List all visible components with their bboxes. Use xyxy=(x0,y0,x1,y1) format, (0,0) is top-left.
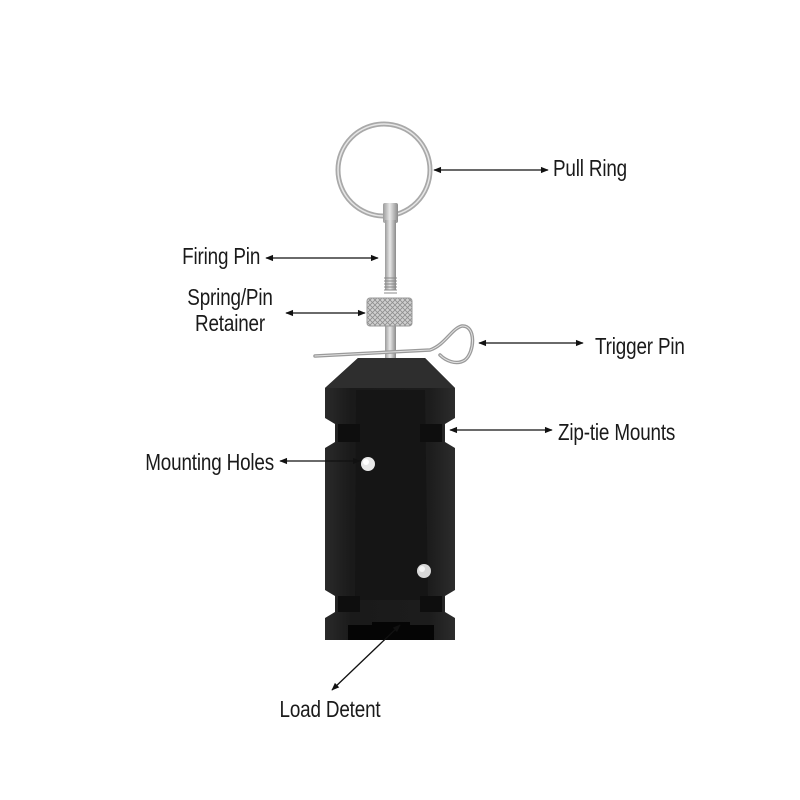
firing-pin-label: Firing Pin xyxy=(181,243,260,269)
spring-pin-retainer-label-line2: Retainer xyxy=(195,310,265,336)
firing-pin-part xyxy=(383,203,398,360)
device-body xyxy=(325,358,455,640)
zip-tie-mounts-label: Zip-tie Mounts xyxy=(558,419,676,445)
load-detent-arrow xyxy=(331,624,401,691)
trigger-pin-label: Trigger Pin xyxy=(595,333,685,359)
retainer-part xyxy=(366,297,413,327)
pull-ring-label: Pull Ring xyxy=(553,155,628,181)
trigger-pin-part xyxy=(313,324,475,365)
pull-ring-part xyxy=(335,121,433,219)
spring-pin-retainer-label-line1: Spring/Pin xyxy=(187,284,273,310)
mounting-holes-label: Mounting Holes xyxy=(145,449,274,475)
load-detent-label: Load Detent xyxy=(279,696,381,722)
